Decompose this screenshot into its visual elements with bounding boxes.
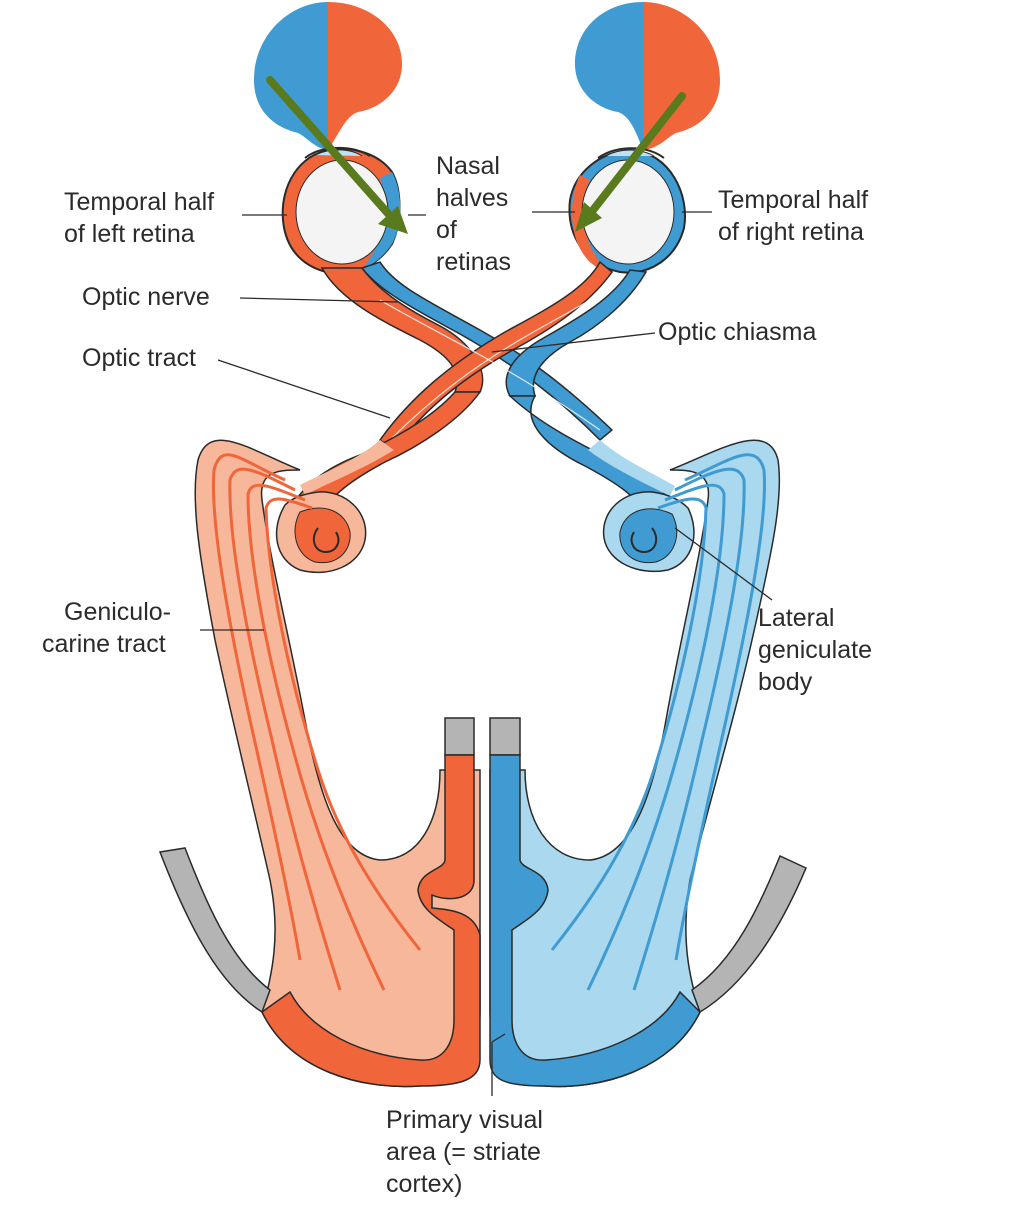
right-lateral-geniculate-body xyxy=(602,491,695,573)
label-temporal-right-line1: Temporal half xyxy=(718,186,868,214)
left-lateral-geniculate-body xyxy=(275,491,367,574)
label-temporal-left-line1: Temporal half xyxy=(64,188,214,216)
label-nasal-line2: halves xyxy=(436,184,508,212)
label-nasal-line1: Nasal xyxy=(436,152,500,180)
left-visual-field xyxy=(254,2,402,150)
right-occipital-cortex xyxy=(489,717,807,1088)
label-geniculocarine-line2: carine tract xyxy=(42,630,166,658)
labels: Temporal half of left retina Nasal halve… xyxy=(42,152,872,1198)
label-primary-visual-line3: cortex) xyxy=(386,1170,462,1198)
label-nasal-line3: of xyxy=(436,216,457,244)
leader-lines xyxy=(200,211,773,1096)
label-temporal-left-line2: of left retina xyxy=(64,220,195,248)
label-nasal-line4: retinas xyxy=(436,248,511,276)
right-visual-field xyxy=(575,2,720,150)
label-geniculocarine-line1: Geniculo- xyxy=(64,598,171,626)
label-primary-visual-line2: area (= striate xyxy=(386,1138,541,1166)
label-lgb-line3: body xyxy=(758,668,813,696)
green-arrow-right xyxy=(575,92,686,232)
green-arrow-left xyxy=(266,76,408,234)
label-lgb-line1: Lateral xyxy=(758,604,834,632)
label-lgb-line2: geniculate xyxy=(758,636,872,664)
label-optic-nerve: Optic nerve xyxy=(82,283,210,311)
right-eye xyxy=(568,147,686,274)
label-optic-tract: Optic tract xyxy=(82,344,196,372)
optic-nerves-and-chiasma xyxy=(320,260,648,452)
label-primary-visual-line1: Primary visual xyxy=(386,1106,543,1134)
label-temporal-right-line2: of right retina xyxy=(718,218,864,246)
label-optic-chiasma: Optic chiasma xyxy=(658,318,816,346)
left-occipital-cortex xyxy=(158,717,481,1088)
